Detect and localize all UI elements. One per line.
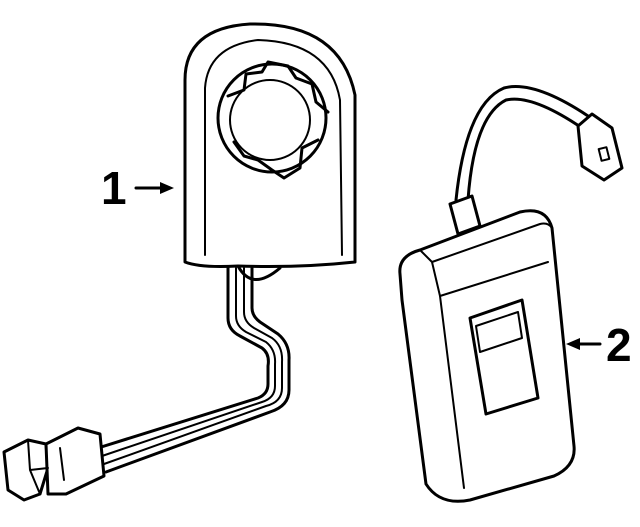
part-1-connector-plug	[2, 426, 106, 502]
callout-2-label: 2	[606, 319, 632, 371]
part-2-pigtail-cable	[454, 85, 590, 202]
part-2-module-body	[398, 209, 576, 503]
part-2-module-top-face	[419, 222, 553, 297]
part-1-housing	[183, 22, 357, 268]
part-2-control-module	[398, 85, 624, 503]
part-1-housing-inner-edge	[204, 39, 343, 256]
part-2-module-edge	[439, 261, 549, 489]
part-1-ring-inner	[229, 79, 311, 161]
part-1-ring-notches	[226, 60, 330, 180]
callout-1-arrowhead	[160, 182, 174, 194]
part-2-label-window	[468, 298, 540, 416]
callout-2-arrowhead	[566, 338, 580, 350]
part-1-cable-exit-tab	[236, 264, 282, 281]
callout-1-label: 1	[101, 162, 127, 214]
part-2-pigtail-connector	[576, 112, 624, 182]
part-1-sensor-assembly	[2, 22, 357, 502]
part-1-wire-harness	[96, 266, 291, 474]
